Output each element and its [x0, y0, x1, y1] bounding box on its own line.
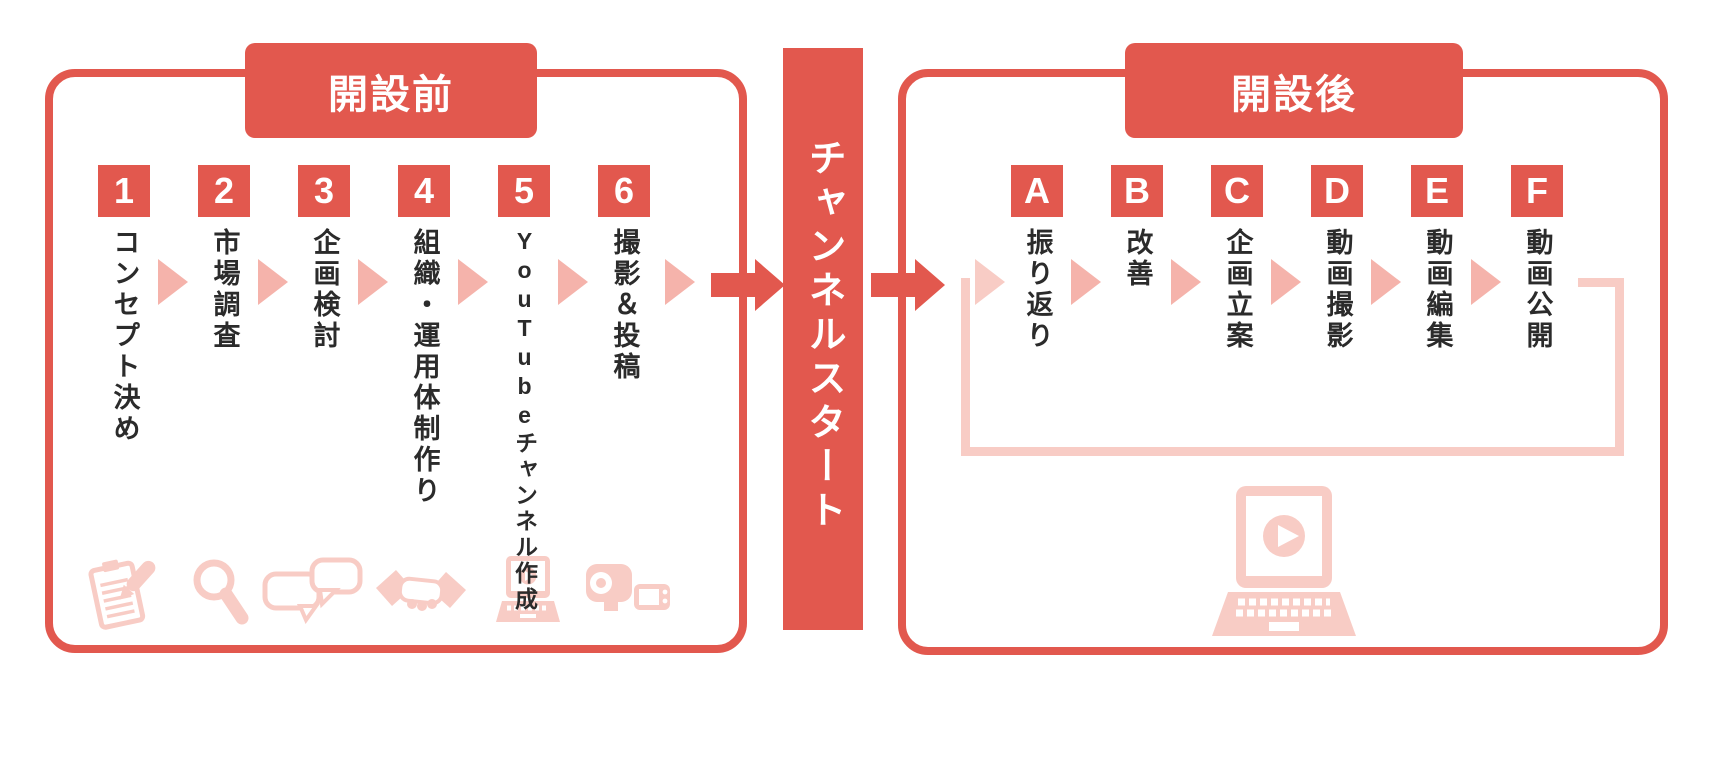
step-2: 2 市場調査: [198, 165, 250, 352]
after-launch-header: 開設後: [1125, 43, 1463, 138]
before-launch-header: 開設前: [245, 43, 537, 138]
step-5: 5 YouTubeチャンネル作成: [498, 165, 550, 613]
speech-bubbles-icon: [262, 556, 364, 629]
feedback-loop-arrowhead-icon: [975, 259, 1005, 305]
clipboard-pencil-icon: [84, 554, 162, 637]
step-5-label: YouTubeチャンネル作成: [511, 228, 538, 613]
step-1-badge: 1: [98, 165, 150, 217]
step-e-label: 動画編集: [1422, 228, 1453, 352]
step-c-badge: C: [1211, 165, 1263, 217]
flow-arrow-icon: [1171, 259, 1201, 305]
step-6-badge: 6: [598, 165, 650, 217]
step-b-label: 改善: [1122, 228, 1153, 290]
step-f-label: 動画公開: [1522, 228, 1553, 352]
flow-arrow-icon: [1271, 259, 1301, 305]
handshake-icon: [374, 558, 468, 627]
flow-arrow-icon: [665, 259, 695, 305]
step-d: D 動画撮影: [1311, 165, 1363, 352]
step-3-label: 企画検討: [309, 228, 340, 352]
flow-arrow-icon: [258, 259, 288, 305]
step-4: 4 組織・運用体制作り: [398, 165, 450, 507]
step-b: B 改善: [1111, 165, 1163, 290]
step-1: 1 コンセプト決め: [98, 165, 150, 445]
step-e-badge: E: [1411, 165, 1463, 217]
feedback-loop-left-segment: [961, 278, 970, 456]
to-after-panel-arrow-icon: [871, 273, 917, 297]
laptop-play-icon: [1208, 484, 1360, 645]
channel-start-banner: チャンネルスタート: [783, 48, 863, 630]
step-f-badge: F: [1511, 165, 1563, 217]
step-c: C 企画立案: [1211, 165, 1263, 352]
step-2-label: 市場調査: [209, 228, 240, 352]
step-e: E 動画編集: [1411, 165, 1463, 352]
video-camera-icon: [584, 560, 678, 627]
flow-arrow-icon: [1471, 259, 1501, 305]
step-c-label: 企画立案: [1222, 228, 1253, 352]
to-banner-arrowhead-icon: [755, 259, 785, 311]
feedback-loop-top-segment: [1578, 278, 1624, 287]
flow-arrow-icon: [558, 259, 588, 305]
step-d-label: 動画撮影: [1322, 228, 1353, 352]
laptop-play-icon: [496, 554, 560, 631]
step-5-badge: 5: [498, 165, 550, 217]
magnifier-icon: [188, 556, 252, 633]
step-a-label: 振り返り: [1022, 228, 1053, 352]
step-b-badge: B: [1111, 165, 1163, 217]
flow-arrow-icon: [1371, 259, 1401, 305]
to-after-panel-arrowhead-icon: [915, 259, 945, 311]
flow-arrow-icon: [358, 259, 388, 305]
step-a-badge: A: [1011, 165, 1063, 217]
step-1-label: コンセプト決め: [109, 228, 140, 445]
step-6: 6 撮影＆投稿: [598, 165, 650, 383]
step-2-badge: 2: [198, 165, 250, 217]
step-6-label: 撮影＆投稿: [609, 228, 640, 383]
flow-arrow-icon: [458, 259, 488, 305]
step-4-badge: 4: [398, 165, 450, 217]
channel-start-label: チャンネルスタート: [802, 138, 844, 534]
step-d-badge: D: [1311, 165, 1363, 217]
flow-arrow-icon: [158, 259, 188, 305]
step-3: 3 企画検討: [298, 165, 350, 352]
step-a: A 振り返り: [1011, 165, 1063, 352]
flow-arrow-icon: [1071, 259, 1101, 305]
feedback-loop-right-segment: [1615, 278, 1624, 456]
to-banner-arrow-icon: [711, 273, 757, 297]
step-f: F 動画公開: [1511, 165, 1563, 352]
step-3-badge: 3: [298, 165, 350, 217]
feedback-loop-bottom-segment: [961, 447, 1624, 456]
step-4-label: 組織・運用体制作り: [409, 228, 440, 507]
